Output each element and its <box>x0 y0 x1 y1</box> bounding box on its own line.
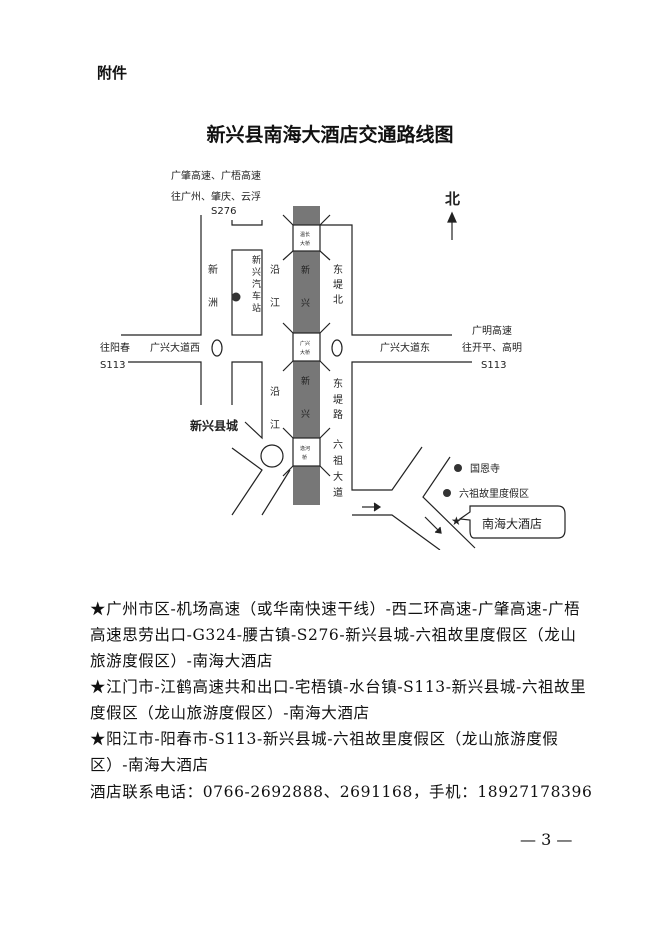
route-guangzhou: ★广州市区-机场高速（或华南快速干线）-西二环高速-广肇高速-广梧高速思劳出口-… <box>90 600 581 670</box>
top-road-code: S276 <box>211 206 236 217</box>
route-yangjiang: ★阳江市-阳春市-S113-新兴县城-六祖故里度假区（龙山旅游度假区）-南海大酒… <box>90 730 559 774</box>
bus-station-char: 站 <box>252 302 261 314</box>
roundabout-county <box>260 444 284 468</box>
bridge-bottom-label: 桥 <box>302 454 307 461</box>
attachment-label: 附件 <box>97 64 128 82</box>
bridge-bottom <box>292 437 321 467</box>
top-road-line2: 往广州、肇庆、云浮 <box>171 190 261 203</box>
bus-station-marker <box>231 292 241 302</box>
county-town-label: 新兴县城 <box>190 418 238 433</box>
left-code: S113 <box>100 360 125 371</box>
liuzu-avenue-char: 道 <box>333 486 343 499</box>
resort-marker <box>443 489 451 497</box>
hotel-star-icon: ★ <box>451 514 462 528</box>
bus-station-char: 车 <box>252 290 261 302</box>
bus-station-char: 新 <box>252 254 261 266</box>
liuzu-avenue-char: 祖 <box>333 454 343 467</box>
bridge-top-label: 温长 <box>300 231 310 238</box>
river-char: 兴 <box>301 298 310 309</box>
right-highway: 广明高速 <box>472 324 512 337</box>
liuzu-avenue-char: 大 <box>333 470 343 483</box>
river-char: 新 <box>301 375 310 387</box>
page-title: 新兴县南海大酒店交通路线图 <box>206 124 454 146</box>
dongdi-char: 堤 <box>333 279 343 291</box>
dongdi-char: 东 <box>333 263 343 276</box>
yanjiang-char: 江 <box>270 419 280 431</box>
bridge-top <box>292 224 321 252</box>
dongdi-road-char: 东 <box>333 377 343 390</box>
dongdi-char: 北 <box>333 294 343 306</box>
bus-station-char: 汽 <box>252 278 261 290</box>
route-jiangmen: ★江门市-江鹤高速共和出口-宅梧镇-水台镇-S113-新兴县城-六祖故里度假区（… <box>90 678 587 722</box>
yanjiang-char: 沿 <box>270 386 280 398</box>
roundabout-west <box>211 339 223 357</box>
bridge-mid-label: 广兴 <box>300 340 310 347</box>
route-map: ★ 广肇高速、广梧高速 往广州、肇庆、云浮 S276 往阳春 S113 广兴大道… <box>100 169 566 550</box>
north-label: 北 <box>445 190 460 208</box>
hotel-callout <box>458 505 566 539</box>
left-avenue: 广兴大道西 <box>150 341 200 354</box>
hotel-contact: 酒店联系电话：0766-2692888、2691168，手机：189271783… <box>90 783 593 801</box>
xinzhou-char: 洲 <box>208 297 218 309</box>
right-avenue: 广兴大道东 <box>380 341 430 354</box>
top-road-line1: 广肇高速、广梧高速 <box>171 169 261 182</box>
bridge-mid-label: 大桥 <box>300 349 310 356</box>
yanjiang-char: 江 <box>270 297 280 309</box>
river-char: 兴 <box>301 409 310 420</box>
yanjiang-char: 沿 <box>270 264 280 276</box>
dongdi-road-char: 堤 <box>333 394 343 406</box>
bridge-top-label: 大桥 <box>300 240 310 247</box>
roundabout-east <box>331 339 343 357</box>
guoen-temple-marker <box>454 464 462 472</box>
bus-station-char: 兴 <box>252 267 261 278</box>
xinzhou-char: 新 <box>208 263 218 276</box>
liuzu-avenue-char: 六 <box>333 439 343 451</box>
page-number: — 3 — <box>520 830 573 849</box>
dongdi-road-char: 路 <box>333 408 343 421</box>
river-char: 新 <box>301 264 310 276</box>
right-code: S113 <box>481 360 506 371</box>
guoen-temple-label: 国恩寺 <box>470 463 500 475</box>
right-to: 往开平、高明 <box>462 341 522 354</box>
bridge-mid <box>292 332 321 362</box>
resort-label: 六祖故里度假区 <box>459 487 529 500</box>
left-to: 往阳春 <box>100 341 130 354</box>
hotel-label: 南海大酒店 <box>482 516 542 531</box>
bridge-bottom-label: 逸河 <box>300 445 310 452</box>
